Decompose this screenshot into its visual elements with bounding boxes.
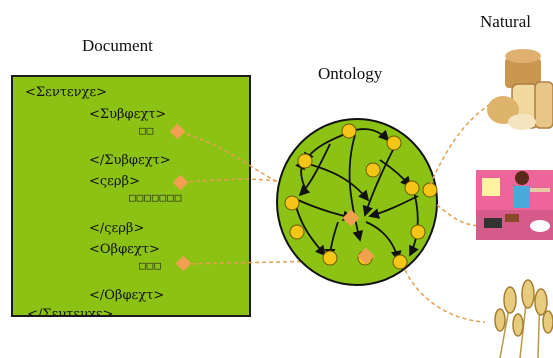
ontology-diamond <box>342 209 360 227</box>
ontology-title: Ontology <box>318 64 383 83</box>
verb-diamond <box>172 174 189 191</box>
ontology-node <box>297 153 313 169</box>
ontology-node <box>386 135 402 151</box>
object-open-tag: <Οβφεχτ> <box>89 242 160 257</box>
link-ontology-kitchen <box>436 204 481 227</box>
object-diamond <box>175 255 192 272</box>
subject-diamond <box>169 123 186 140</box>
kitchen-image <box>476 170 553 240</box>
ontology-node <box>284 195 300 211</box>
ontology-node <box>422 182 438 198</box>
sentence-open-tag: <Σεντενχε> <box>25 85 108 100</box>
ontology-node <box>392 254 408 270</box>
ontology-node <box>322 250 338 266</box>
link-verb-ontology <box>181 178 351 206</box>
ontology-node <box>365 162 381 178</box>
natural-title: Natural <box>480 12 531 31</box>
link-ontology-wheat <box>404 269 486 323</box>
ontology-node <box>404 180 420 196</box>
subject-close-tag: </Συβφεχτ> <box>89 153 171 168</box>
bread-image <box>487 49 553 130</box>
subject-words: □□ <box>139 124 155 137</box>
document-panel: <Σεντενχε> <Συβφεχτ> □□ </Συβφεχτ> <ςερβ… <box>11 75 251 317</box>
ontology-circle <box>276 118 438 286</box>
verb-open-tag: <ςερβ> <box>89 174 140 189</box>
document-title: Document <box>82 36 153 55</box>
ontology-diamond <box>357 247 375 265</box>
link-ontology-bread <box>429 97 501 186</box>
ontology-node <box>410 224 426 240</box>
verb-close-tag: </ςερβ> <box>89 221 145 236</box>
wheat-image <box>494 279 553 358</box>
object-words: □□□ <box>139 259 162 272</box>
ontology-node <box>289 224 305 240</box>
object-close-tag: </Οβφεχτ> <box>89 288 165 303</box>
sentence-close-tag: </Σεντενχε> <box>27 307 114 317</box>
ontology-node <box>341 123 357 139</box>
subject-open-tag: <Συβφεχτ> <box>89 107 167 122</box>
verb-words: □□□□□□□ <box>129 191 183 204</box>
